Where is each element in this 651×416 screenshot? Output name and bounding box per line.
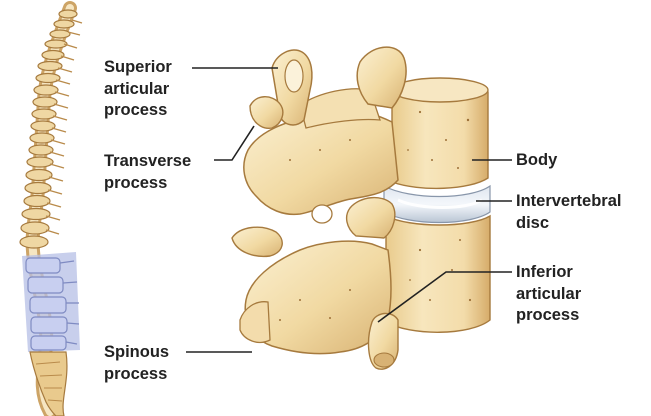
label-line: Superior [104, 57, 172, 79]
label-line: Spinous [104, 342, 169, 364]
label-inferior-articular-process: Inferior articular process [516, 262, 581, 327]
label-body: Body [516, 150, 557, 172]
vertebrae-illustration [232, 47, 490, 369]
lumbar-highlight [22, 252, 80, 352]
spine-overview [20, 8, 82, 416]
label-line: process [516, 305, 581, 327]
label-line: articular [516, 284, 581, 306]
label-spinous-process: Spinous process [104, 342, 169, 385]
label-line: process [104, 364, 169, 386]
label-line: disc [516, 213, 621, 235]
label-line: Body [516, 150, 557, 172]
label-line: process [104, 100, 172, 122]
label-line: Transverse [104, 151, 191, 173]
label-line: articular [104, 79, 172, 101]
label-line: Intervertebral [516, 191, 621, 213]
label-line: Inferior [516, 262, 581, 284]
label-intervertebral-disc: Intervertebral disc [516, 191, 621, 234]
label-superior-articular-process: Superior articular process [104, 57, 172, 122]
label-transverse-process: Transverse process [104, 151, 191, 194]
label-line: process [104, 173, 191, 195]
